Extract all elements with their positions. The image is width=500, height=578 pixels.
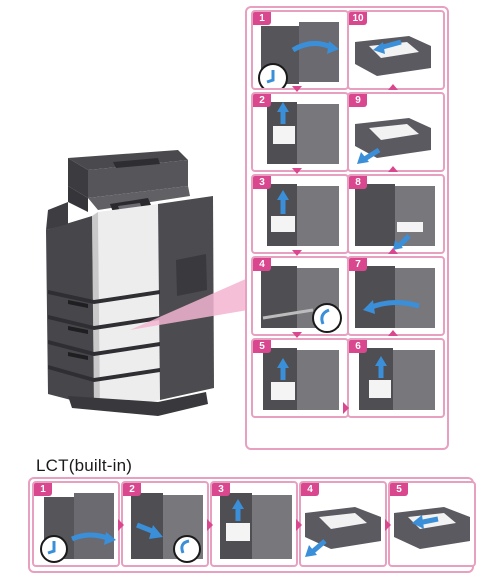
step-number: 1 xyxy=(34,483,52,496)
step-number: 7 xyxy=(349,258,367,271)
lct-flow-arrows xyxy=(118,519,391,531)
step-panel-6: 6 xyxy=(347,338,445,418)
step-panel-8: 8 xyxy=(347,174,445,254)
step-panel-1: 1 xyxy=(251,10,349,90)
step-number: 4 xyxy=(301,483,319,496)
lct-step-panel-2: 2 xyxy=(121,481,209,567)
printer-illustration xyxy=(46,150,214,416)
flow-arrows xyxy=(292,84,398,414)
lct-step-panel-3: 3 xyxy=(210,481,298,567)
step-number: 2 xyxy=(253,94,271,107)
step-panel-7: 7 xyxy=(347,256,445,336)
step-number: 1 xyxy=(253,12,271,25)
step-panel-4: 4 xyxy=(251,256,349,336)
step-number: 9 xyxy=(349,94,367,107)
lct-section-title: LCT(built-in) xyxy=(36,456,133,475)
step-number: 8 xyxy=(349,176,367,189)
step-panel-10: 10 xyxy=(347,10,445,90)
step-number: 2 xyxy=(123,483,141,496)
step-number: 6 xyxy=(349,340,367,353)
lct-step-panel-5: 5 xyxy=(388,481,476,567)
step-panel-2: 2 xyxy=(251,92,349,172)
step-number: 5 xyxy=(253,340,271,353)
lct-step-panel-4: 4 xyxy=(299,481,387,567)
lct-step-panel-1: 1 xyxy=(32,481,120,567)
step-number: 3 xyxy=(253,176,271,189)
step-number: 10 xyxy=(349,12,367,25)
step-number: 3 xyxy=(212,483,230,496)
step-number: 5 xyxy=(390,483,408,496)
step-number: 4 xyxy=(253,258,271,271)
callout-pointer xyxy=(130,278,248,330)
step-panel-5: 5 xyxy=(251,338,349,418)
